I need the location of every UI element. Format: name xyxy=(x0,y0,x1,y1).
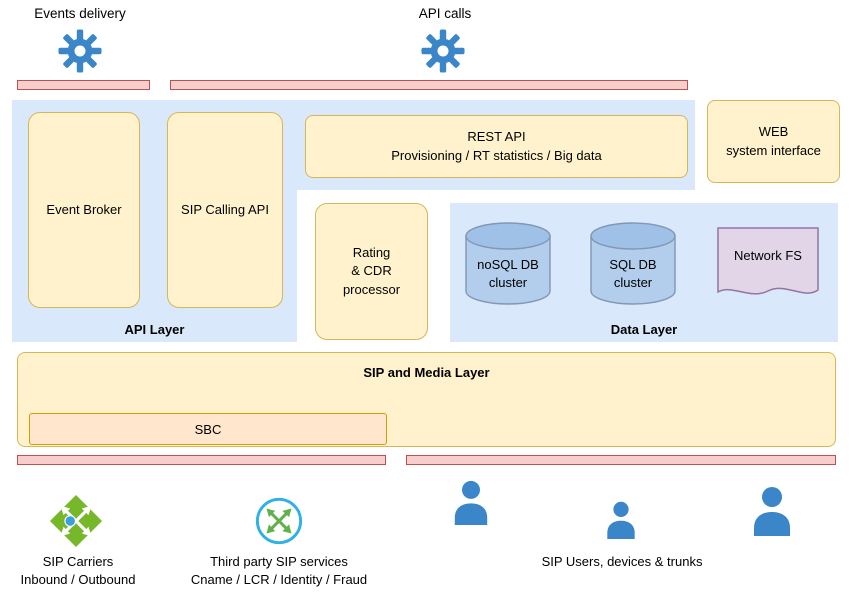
sip-calling-api-label: SIP Calling API xyxy=(181,201,269,217)
database-cylinder-icon xyxy=(465,222,551,305)
api-calls-bus-bar xyxy=(170,80,688,90)
database-cylinder-icon xyxy=(590,222,676,305)
sql-db-label-line1: SQL DB xyxy=(609,257,657,272)
sbc-label: SBC xyxy=(194,421,222,437)
rating-label-line3: processor xyxy=(342,281,401,297)
sip-media-layer-region: SIP and Media Layer SBC xyxy=(17,352,836,447)
rating-label-line1: Rating xyxy=(352,245,391,261)
sql-db-node: SQL DB cluster xyxy=(587,220,679,308)
data-layer-label: Data Layer xyxy=(610,322,678,337)
api-layer-label: API Layer xyxy=(124,322,185,337)
rating-label-line2: & CDR xyxy=(351,263,392,279)
api-calls-label: API calls xyxy=(418,6,472,21)
exchange-arrows-circle-icon xyxy=(254,496,304,546)
event-broker-node: Event Broker xyxy=(28,112,140,308)
events-delivery-bus-bar xyxy=(17,80,150,90)
sql-db-label-line2: cluster xyxy=(613,275,653,291)
person-icon xyxy=(453,480,489,525)
web-system-interface-node: WEB system interface xyxy=(707,100,840,183)
sip-carriers-label: SIP Carriers xyxy=(42,554,114,569)
rest-api-label-line1: REST API xyxy=(467,129,526,145)
person-icon xyxy=(605,501,637,539)
network-fs-label: Network FS xyxy=(734,248,802,263)
third-party-sublabel: Cname / LCR / Identity / Fraud xyxy=(190,572,368,587)
nosql-db-label-line2: cluster xyxy=(488,275,528,291)
document-shape-icon xyxy=(717,227,819,295)
api-gear-icon xyxy=(421,29,465,73)
carriers-bus-bar xyxy=(17,455,386,465)
events-delivery-label: Events delivery xyxy=(34,6,126,21)
person-icon xyxy=(752,486,792,536)
users-bus-bar xyxy=(406,455,836,465)
rating-cdr-processor-node: Rating & CDR processor xyxy=(315,203,428,340)
carrier-routing-diamond-icon xyxy=(49,494,103,548)
sbc-node: SBC xyxy=(29,413,387,445)
nosql-db-node: noSQL DB cluster xyxy=(462,220,554,308)
rest-api-label-line2: Provisioning / RT statistics / Big data xyxy=(391,147,602,163)
web-interface-label-line1: WEB xyxy=(758,124,789,140)
sip-media-layer-label: SIP and Media Layer xyxy=(363,365,490,380)
sip-carriers-sublabel: Inbound / Outbound xyxy=(20,572,136,587)
network-fs-node: Network FS xyxy=(716,226,820,306)
events-gear-icon xyxy=(58,29,102,73)
nosql-db-label-line1: noSQL DB xyxy=(477,257,539,272)
web-interface-label-line2: system interface xyxy=(726,142,821,158)
sip-calling-api-node: SIP Calling API xyxy=(167,112,283,308)
sip-users-label: SIP Users, devices & trunks xyxy=(541,554,703,569)
event-broker-label: Event Broker xyxy=(46,201,122,217)
third-party-label: Third party SIP services xyxy=(210,554,348,569)
rest-api-node: REST API Provisioning / RT statistics / … xyxy=(305,115,688,178)
